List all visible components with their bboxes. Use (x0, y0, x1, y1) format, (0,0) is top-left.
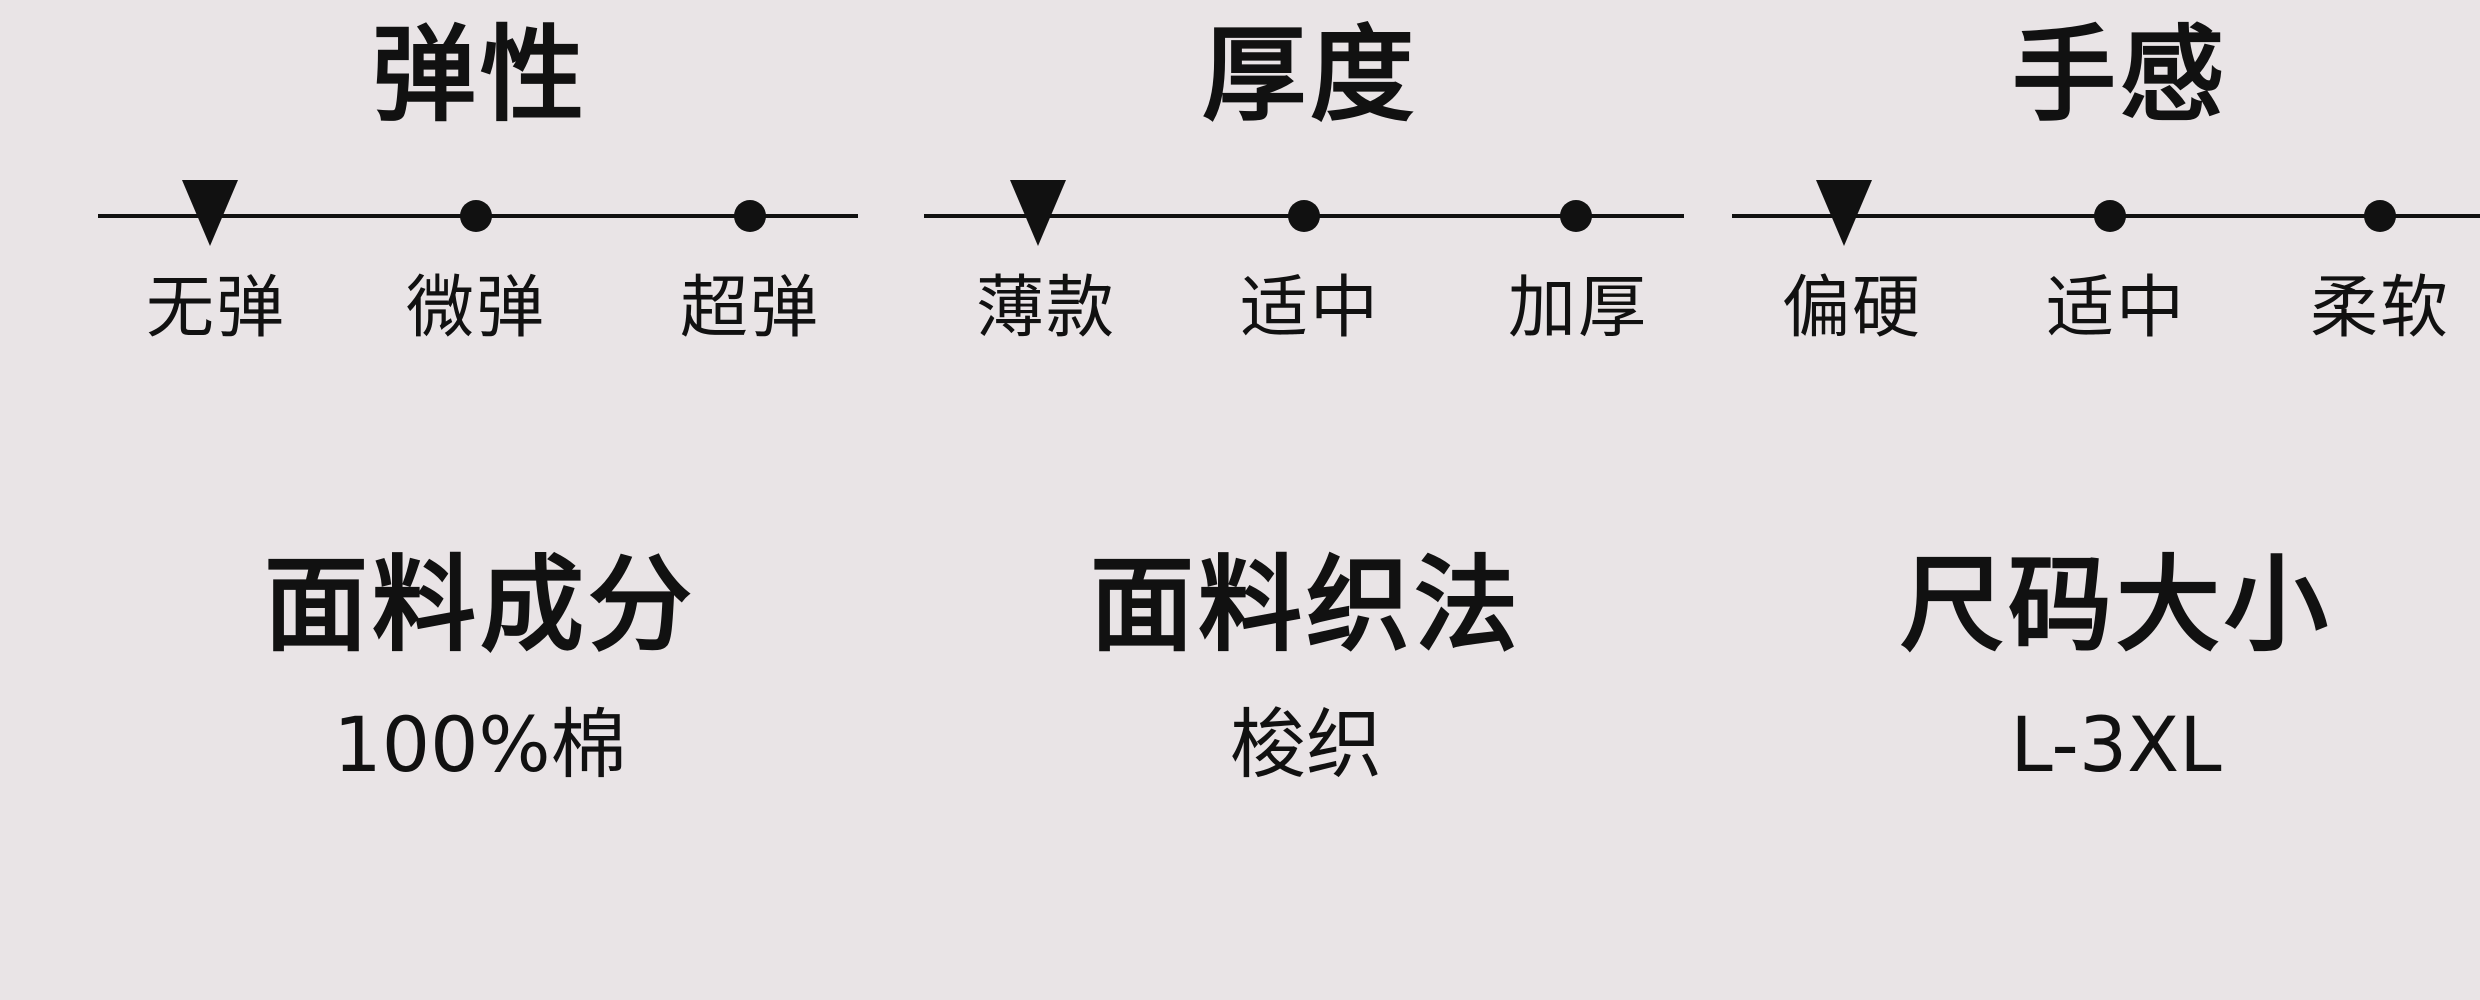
size-range-value: L-3XL (2010, 700, 2222, 789)
fabric-composition-title: 面料成分 (263, 544, 696, 666)
option-dot-icon (2364, 200, 2396, 232)
thickness-option-medium: 适中 (1239, 269, 1380, 348)
hand-feel-option-medium: 适中 (2045, 269, 2186, 348)
fabric-weave-spec: 面料织法 梭织 (986, 530, 1626, 810)
hand-feel-title: 手感 (2011, 14, 2228, 136)
hand-feel-scale: 手感 偏硬 适中 柔软 (0, 0, 2480, 400)
elasticity-scale: 弹性 无弹 微弹 超弹 (0, 0, 880, 400)
selected-marker-arrow-icon (1816, 180, 1872, 246)
size-range-spec: 尺码大小 L-3XL (1796, 530, 2436, 810)
elasticity-option-super: 超弹 (679, 269, 820, 348)
hand-feel-option-soft: 柔软 (2309, 269, 2450, 348)
thickness-scale: 厚度 薄款 适中 加厚 (0, 0, 1700, 400)
fabric-weave-title: 面料织法 (1089, 544, 1522, 666)
size-range-title: 尺码大小 (1899, 544, 2332, 666)
fabric-composition-spec: 面料成分 100%棉 (160, 530, 800, 810)
fabric-weave-value: 梭织 (1230, 700, 1382, 789)
elasticity-option-slight: 微弹 (405, 269, 546, 348)
elasticity-option-none: 无弹 (145, 269, 286, 348)
elasticity-title: 弹性 (371, 14, 588, 136)
thickness-option-thick: 加厚 (1507, 269, 1648, 348)
fabric-composition-value: 100%棉 (333, 700, 627, 789)
option-dot-icon (1288, 200, 1320, 232)
option-dot-icon (1560, 200, 1592, 232)
option-dot-icon (460, 200, 492, 232)
option-dot-icon (2094, 200, 2126, 232)
hand-feel-option-stiff: 偏硬 (1781, 269, 1922, 348)
selected-marker-arrow-icon (1010, 180, 1066, 246)
thickness-title: 厚度 (1201, 14, 1418, 136)
option-dot-icon (734, 200, 766, 232)
thickness-option-thin: 薄款 (975, 269, 1116, 348)
selected-marker-arrow-icon (182, 180, 238, 246)
